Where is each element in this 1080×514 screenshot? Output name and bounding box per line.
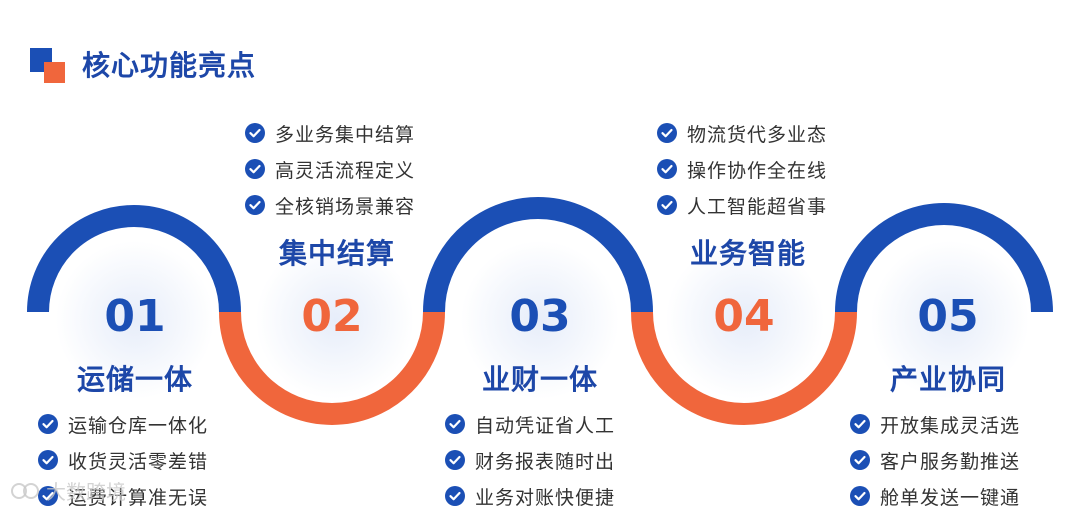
stage-3-features: 自动凭证省人工 财务报表随时出 业务对账快便捷 bbox=[445, 406, 615, 514]
check-circle-icon bbox=[38, 450, 58, 470]
stage-2-features: 多业务集中结算 高灵活流程定义 全核销场景兼容 bbox=[245, 115, 415, 223]
stage-1-features: 运输仓库一体化 收货灵活零差错 运费计算准无误 bbox=[38, 406, 208, 514]
list-item: 运输仓库一体化 bbox=[38, 406, 208, 442]
check-circle-icon bbox=[657, 159, 677, 179]
list-item: 自动凭证省人工 bbox=[445, 406, 615, 442]
check-circle-icon bbox=[445, 450, 465, 470]
stage-2-number: 02 bbox=[301, 291, 363, 342]
stage-1-number: 01 bbox=[104, 291, 166, 342]
stage-5-number: 05 bbox=[917, 291, 979, 342]
stage-3-title: 业财一体 bbox=[481, 363, 598, 396]
watermark-logo-icon bbox=[11, 482, 39, 499]
stage-1-title: 运储一体 bbox=[76, 363, 193, 396]
stage-5-features: 开放集成灵活选 客户服务勤推送 舱单发送一键通 bbox=[850, 406, 1020, 514]
check-circle-icon bbox=[657, 195, 677, 215]
watermark: 大数跨境 bbox=[10, 476, 126, 505]
list-item: 多业务集中结算 bbox=[245, 115, 415, 151]
check-circle-icon bbox=[245, 159, 265, 179]
list-item: 运费计算准无误 bbox=[38, 478, 208, 514]
check-circle-icon bbox=[38, 414, 58, 434]
list-item: 高灵活流程定义 bbox=[245, 151, 415, 187]
check-circle-icon bbox=[445, 486, 465, 506]
stage-4-number: 04 bbox=[713, 291, 775, 342]
list-item: 舱单发送一键通 bbox=[850, 478, 1020, 514]
stage-5-title: 产业协同 bbox=[889, 363, 1006, 396]
check-circle-icon bbox=[850, 486, 870, 506]
list-item: 全核销场景兼容 bbox=[245, 187, 415, 223]
arc-stage-3 bbox=[423, 197, 653, 313]
list-item: 收货灵活零差错 bbox=[38, 442, 208, 478]
list-item: 操作协作全在线 bbox=[657, 151, 827, 187]
stage-4-title: 业务智能 bbox=[689, 237, 806, 270]
stage-3-number: 03 bbox=[509, 291, 571, 342]
stage-2-title: 集中结算 bbox=[278, 237, 395, 270]
list-item: 业务对账快便捷 bbox=[445, 478, 615, 514]
title-decoration-icon bbox=[30, 48, 66, 84]
arc-stage-2 bbox=[219, 311, 445, 425]
arc-stage-5 bbox=[835, 203, 1053, 313]
watermark-text: 大数跨境 bbox=[46, 480, 126, 504]
page-title: 核心功能亮点 bbox=[82, 49, 257, 82]
arc-stage-4 bbox=[631, 311, 857, 425]
arc-stage-1 bbox=[27, 205, 241, 313]
check-circle-icon bbox=[850, 414, 870, 434]
list-item: 开放集成灵活选 bbox=[850, 406, 1020, 442]
check-circle-icon bbox=[245, 123, 265, 143]
list-item: 客户服务勤推送 bbox=[850, 442, 1020, 478]
stage-4-features: 物流货代多业态 操作协作全在线 人工智能超省事 bbox=[657, 115, 827, 223]
list-item: 财务报表随时出 bbox=[445, 442, 615, 478]
check-circle-icon bbox=[38, 486, 58, 506]
check-circle-icon bbox=[657, 123, 677, 143]
list-item: 人工智能超省事 bbox=[657, 187, 827, 223]
check-circle-icon bbox=[850, 450, 870, 470]
check-circle-icon bbox=[445, 414, 465, 434]
list-item: 物流货代多业态 bbox=[657, 115, 827, 151]
check-circle-icon bbox=[245, 195, 265, 215]
